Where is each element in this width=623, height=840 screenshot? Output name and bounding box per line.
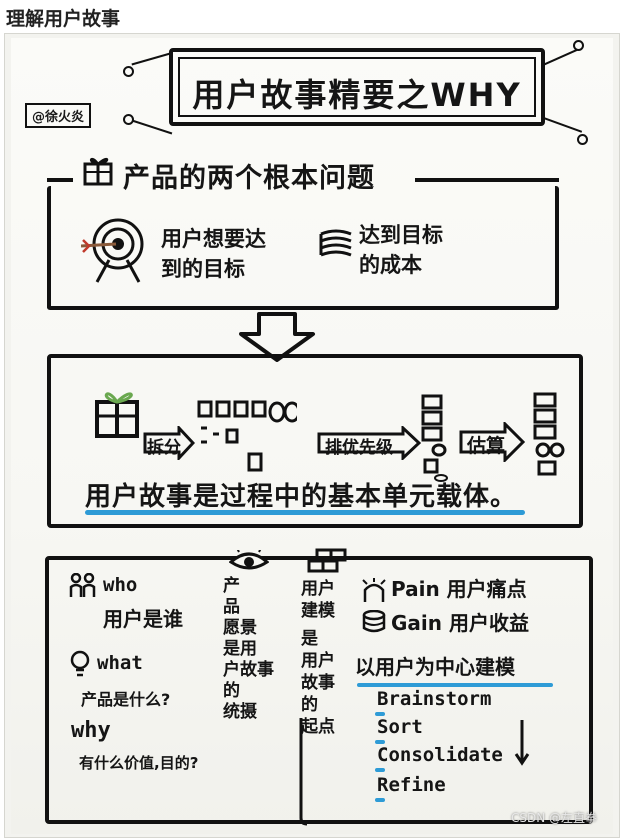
pain-icon <box>362 578 386 602</box>
flow-arrow-icon <box>317 426 421 460</box>
vision-char: 事 <box>257 660 274 680</box>
title-decor-dot <box>577 134 588 145</box>
flow-step-estimate: 估算 <box>467 435 506 457</box>
point-a-line: 到的目标 <box>161 257 245 281</box>
section2-sentence: 用户故事是过程中的基本单元载体。 <box>85 482 518 512</box>
step-refine: Refine <box>377 774 446 796</box>
section2-box <box>47 354 583 528</box>
sorted-stack-icon <box>421 394 448 482</box>
title-decor-dot <box>123 114 134 125</box>
section1-border <box>47 178 73 182</box>
section2-highlight <box>85 510 525 515</box>
target-icon <box>81 218 144 283</box>
model-line: 用户 <box>301 651 335 671</box>
center-highlight <box>357 683 553 687</box>
model-line: 起点 <box>301 717 335 737</box>
vision-char: 用 <box>240 639 257 659</box>
user-centered-modeling: 以用户为中心建模 <box>355 655 515 679</box>
author-credit: @徐火炎 <box>25 103 92 128</box>
step-brainstorm: Brainstorm <box>377 688 492 710</box>
section1-border <box>415 178 559 182</box>
poster-title: 用户故事精要之WHY <box>192 76 522 114</box>
eye-icon <box>229 550 269 570</box>
step-initial-mark <box>375 740 385 744</box>
why-label: why <box>71 718 111 743</box>
step-initial-mark <box>375 798 385 802</box>
vision-char: 景 <box>240 618 257 638</box>
what-label: what <box>97 652 143 674</box>
vision-char: 的 <box>223 681 240 701</box>
flow-arrow-icon <box>459 422 525 462</box>
model-line: 用户 <box>301 579 335 599</box>
step-initial-mark <box>375 712 385 716</box>
model-line: 故事 <box>301 673 335 693</box>
bricks-icon <box>307 548 347 573</box>
section1-point-a: 用户想要达 到的目标 <box>161 224 266 284</box>
poster-title-box: 用户故事精要之WHY <box>169 48 545 126</box>
vision-char: 统 <box>223 702 240 722</box>
point-b-line: 的成本 <box>359 253 422 277</box>
lightbulb-icon <box>70 650 90 677</box>
coin-stack-icon <box>319 229 352 257</box>
coins-icon <box>362 610 386 633</box>
vision-char: 品 <box>223 597 240 617</box>
down-arrow-icon <box>239 312 315 362</box>
estimated-stack-icon <box>533 392 565 476</box>
split-blocks-icon <box>197 400 297 472</box>
model-line: 是 <box>301 629 318 649</box>
vision-char: 户 <box>223 660 240 680</box>
watermark: CSDN @左直拳 <box>510 811 597 825</box>
step-sort: Sort <box>377 716 423 738</box>
title-decor-dot <box>123 66 134 77</box>
title-decor-line <box>544 48 578 66</box>
what-description: 产品是什么? <box>81 690 171 709</box>
flow-arrow-icon <box>143 426 195 460</box>
gift-icon <box>95 392 139 438</box>
title-decor-line <box>543 117 583 133</box>
gift-icon <box>83 157 113 186</box>
section3-box <box>45 556 593 824</box>
section1-box <box>47 186 559 310</box>
pain-label: Pain 用户痛点 <box>391 577 527 601</box>
vision-char: 摄 <box>240 702 257 722</box>
title-decor-line <box>131 52 171 66</box>
step-initial-mark <box>375 768 385 772</box>
flow-step-prioritize: 排优先级 <box>325 438 393 458</box>
model-line: 建模 <box>301 601 335 621</box>
vision-char: 故 <box>240 660 257 680</box>
flow-step-split: 拆分 <box>147 438 181 458</box>
point-b-line: 达到目标 <box>359 223 443 247</box>
poster-paper: 用户故事精要之WHY @徐火炎 产品的两个根本问题 用户想要达 到的目标 <box>11 38 613 834</box>
title-decor-dot <box>573 40 584 51</box>
model-line: 的 <box>301 695 318 715</box>
vision-column: 产 品 愿景 是用 户故事 的 统摄 <box>223 576 279 723</box>
step-consolidate: Consolidate <box>377 744 503 766</box>
model-column: 用户 建模 是 用户 故事 的 起点 <box>301 578 357 738</box>
bracket-line <box>299 718 308 826</box>
section1-point-b: 达到目标 的成本 <box>359 220 443 280</box>
point-a-line: 用户想要达 <box>161 227 266 251</box>
why-description: 有什么价值,目的? <box>79 754 199 772</box>
page-title: 理解用户故事 <box>6 8 121 30</box>
gain-label: Gain 用户收益 <box>391 611 529 635</box>
vision-char: 是 <box>223 639 240 659</box>
who-label: who <box>103 574 138 596</box>
who-description: 用户是谁 <box>103 607 183 631</box>
down-arrow-icon <box>514 720 530 766</box>
people-icon <box>69 573 96 597</box>
poster-photo: 用户故事精要之WHY @徐火炎 产品的两个根本问题 用户想要达 到的目标 <box>4 33 620 838</box>
vision-char: 产 <box>223 576 240 596</box>
vision-char: 愿 <box>223 618 240 638</box>
title-decor-line <box>131 119 173 135</box>
section1-title: 产品的两个根本问题 <box>123 163 375 194</box>
